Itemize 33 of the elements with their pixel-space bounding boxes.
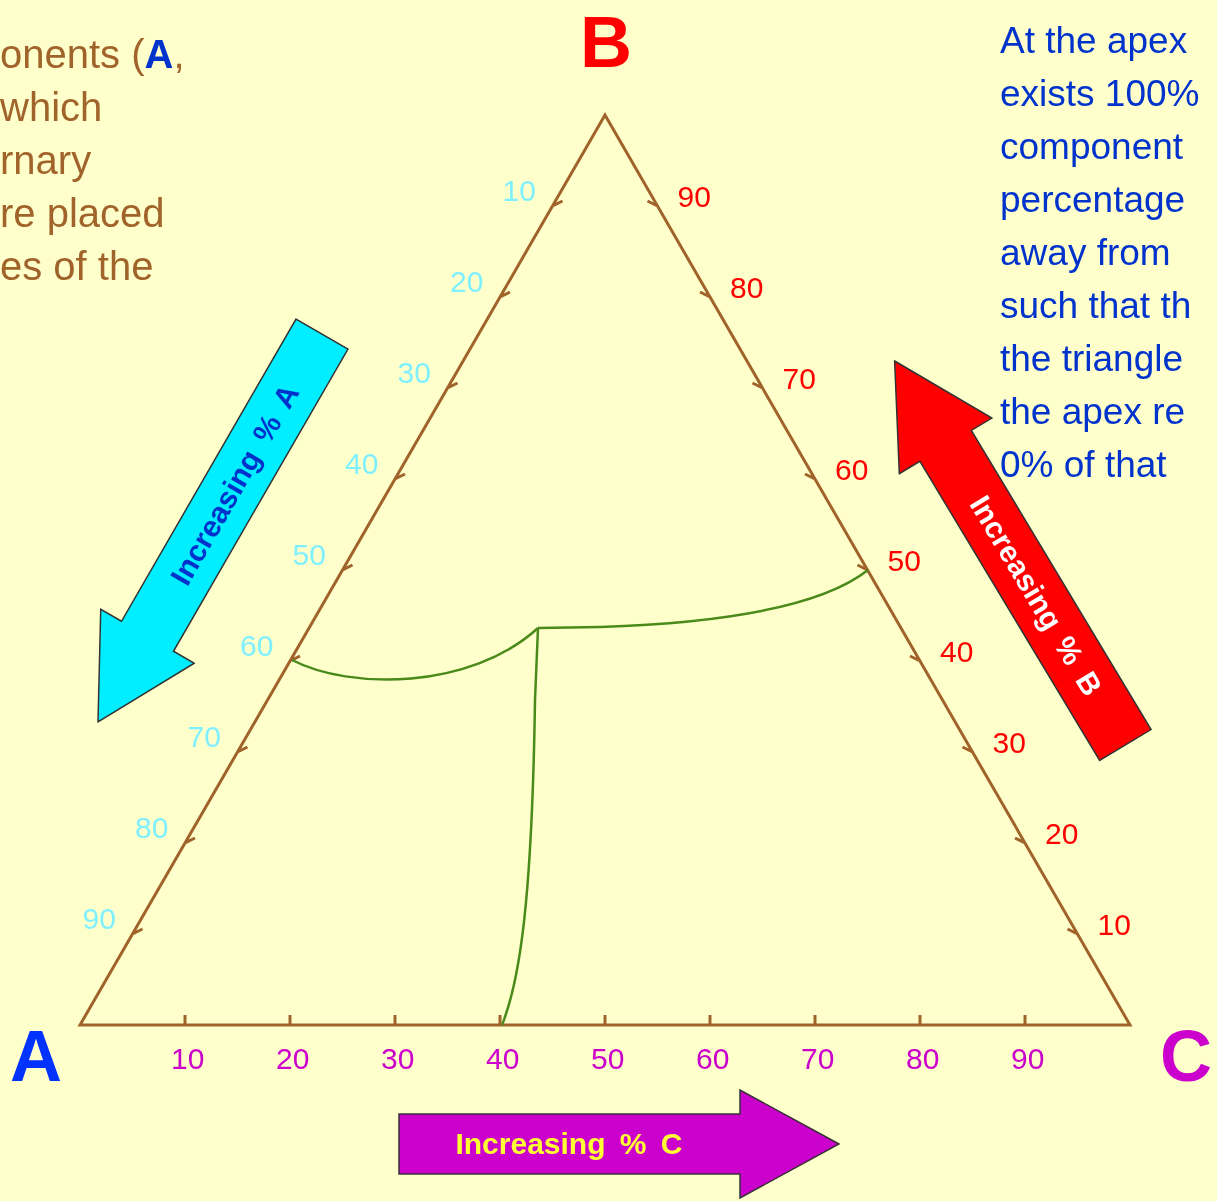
tick-label: 80 (906, 1042, 940, 1076)
tick-label: 70 (782, 362, 816, 396)
tick-label: 60 (240, 629, 274, 663)
tick-label: 90 (82, 902, 116, 936)
description-text: At the apex exists 100% component percentage away from such that th the triangle the apex re 0% of that (1000, 19, 1200, 487)
tick-label: 40 (345, 447, 379, 481)
arrow-label: Increasing % C (454, 1127, 684, 1161)
tick-label: 40 (486, 1042, 520, 1076)
tick-label: 60 (835, 453, 869, 487)
tick-label: 30 (992, 726, 1026, 760)
tick-label: 60 (696, 1042, 730, 1076)
tick-label: 50 (292, 538, 326, 572)
tick-label: 30 (397, 356, 431, 390)
vertex-label: C (1160, 1016, 1212, 1096)
tick-label: 10 (1097, 908, 1131, 942)
tick-label: 70 (801, 1042, 835, 1076)
description-text: onents (A, which rnary re placed es of the (0, 31, 185, 290)
tick-label: 90 (677, 180, 711, 214)
tick-label: 80 (135, 811, 169, 845)
tick-label: 10 (171, 1042, 205, 1076)
tick-label: 20 (276, 1042, 310, 1076)
tick-label: 20 (1045, 817, 1079, 851)
vertex-label: B (580, 2, 632, 82)
vertex-label: A (10, 1016, 62, 1096)
tick-label: 70 (187, 720, 221, 754)
tick-label: 80 (730, 271, 764, 305)
tick-label: 40 (940, 635, 974, 669)
tick-label: 20 (450, 265, 484, 299)
tick-label: 10 (502, 174, 536, 208)
tick-label: 90 (1011, 1042, 1045, 1076)
tick-label: 30 (381, 1042, 415, 1076)
tick-label: 50 (887, 544, 921, 578)
tick-label: 50 (591, 1042, 625, 1076)
